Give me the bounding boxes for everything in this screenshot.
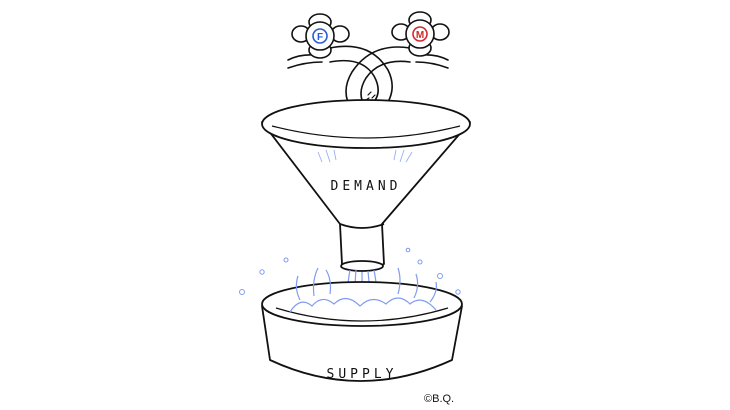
left-tap-badge xyxy=(312,28,328,44)
left-tap-letter: F xyxy=(317,32,323,43)
bowl-label: SUPPLY xyxy=(327,367,398,382)
splash-drops xyxy=(239,247,461,295)
bowl-splash xyxy=(289,267,437,313)
right-tap-icon: M xyxy=(391,11,450,57)
funnel-label: DEMAND xyxy=(331,179,402,194)
funnel-water xyxy=(317,149,413,163)
left-tap-icon: F xyxy=(291,13,350,59)
right-tap-badge xyxy=(412,26,428,42)
funnel xyxy=(261,99,471,272)
artist-signature: ©B.Q. xyxy=(424,393,454,405)
right-tap-letter: M xyxy=(416,30,424,41)
